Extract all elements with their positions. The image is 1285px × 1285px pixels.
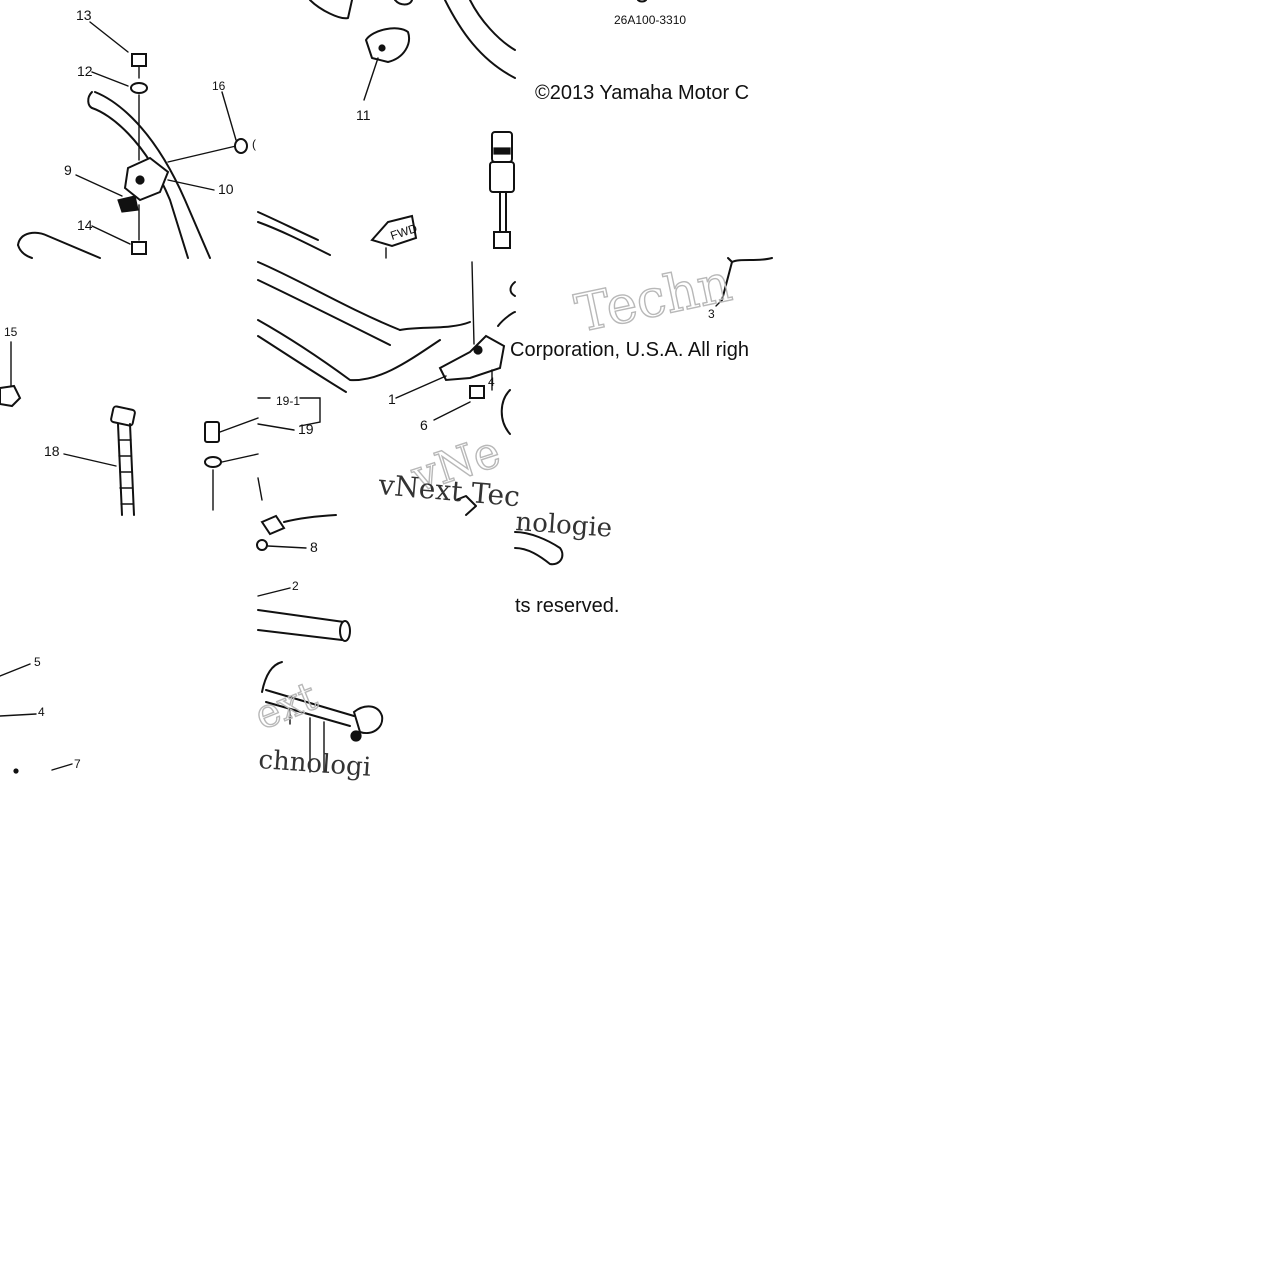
watermark-middle-text-2: nologie bbox=[515, 507, 614, 544]
copyright-line-3: ts reserved. bbox=[515, 595, 619, 617]
throttle-housing bbox=[352, 705, 384, 734]
fwd-tag bbox=[370, 214, 418, 248]
diagram-code: 26A100-3310 bbox=[614, 13, 686, 27]
bolt-16 bbox=[234, 138, 248, 154]
callout-12: 12 bbox=[77, 63, 93, 79]
callout-18: 18 bbox=[44, 443, 60, 459]
clamp-jaw bbox=[117, 195, 139, 213]
handlebar-outline bbox=[94, 91, 211, 259]
callout-8: 8 bbox=[310, 539, 318, 555]
diagram-fragment-bottom-center: 8 2 bbox=[256, 514, 564, 773]
bolt-head bbox=[131, 53, 147, 67]
callout-11: 11 bbox=[356, 107, 371, 123]
callout-3: 3 bbox=[708, 307, 715, 321]
handlebar-outline bbox=[91, 107, 189, 259]
diagram-fragment-top-left: ( 13 12 16 9 10 14 bbox=[17, 7, 256, 259]
callout-16: 16 bbox=[212, 79, 226, 93]
nut bbox=[469, 385, 485, 399]
fitting bbox=[260, 514, 286, 536]
connector bbox=[493, 231, 511, 249]
holder-clamp bbox=[123, 156, 170, 202]
washer bbox=[130, 82, 148, 94]
callout-19-1: 19-1 bbox=[276, 394, 300, 408]
holder-bolt bbox=[135, 175, 145, 185]
callout-2: 2 bbox=[292, 579, 299, 593]
cable-tie-head bbox=[110, 405, 136, 427]
washer bbox=[204, 456, 222, 468]
handlebar-outline bbox=[87, 91, 93, 109]
copyright-line-2: Corporation, U.S.A. All righ bbox=[510, 339, 749, 361]
callout-4-lower: 4 bbox=[38, 705, 45, 719]
diagram-fragment-middle-left: 15 18 bbox=[0, 325, 222, 516]
callout-14: 14 bbox=[77, 217, 93, 233]
callout-4: 4 bbox=[488, 375, 495, 389]
callout-15: 15 bbox=[4, 325, 18, 339]
callout-7: 7 bbox=[74, 757, 81, 771]
switch-body bbox=[491, 131, 513, 163]
center-holder bbox=[438, 334, 506, 382]
watermark-top-right: Techn bbox=[570, 253, 737, 344]
bolt bbox=[204, 421, 220, 443]
watermark-bottom-text: chnologi bbox=[258, 745, 372, 783]
callout-13: 13 bbox=[76, 7, 92, 23]
callout-5: 5 bbox=[34, 655, 41, 669]
diagram-fragment-bottom-left: 5 4 7 bbox=[0, 655, 81, 774]
grip-end bbox=[339, 620, 351, 642]
diagram-fragment-right-middle: 3 Corporation, U.S.A. All righ bbox=[509, 257, 773, 361]
callout-10: 10 bbox=[218, 181, 234, 197]
diagram-fragment-center: 1 6 4 19-1 19 bbox=[219, 261, 516, 516]
callout-6: 6 bbox=[420, 417, 428, 433]
callout-19: 19 bbox=[298, 421, 314, 437]
callout-9: 9 bbox=[64, 162, 72, 178]
callout-1: 1 bbox=[388, 391, 396, 407]
watermark-bottom-outline: ext bbox=[249, 673, 324, 739]
copyright-line-1: ©2013 Yamaha Motor C bbox=[535, 82, 749, 104]
lever-outline bbox=[17, 244, 33, 259]
diagram-fragment-top-right: 26A100-3310 ©2013 Yamaha Motor C bbox=[535, 0, 749, 263]
lever-outline bbox=[17, 231, 101, 259]
nut bbox=[131, 241, 147, 255]
svg-text:(: ( bbox=[252, 137, 256, 151]
diagram-fragment-top-center: 11 FWD bbox=[257, 0, 516, 259]
